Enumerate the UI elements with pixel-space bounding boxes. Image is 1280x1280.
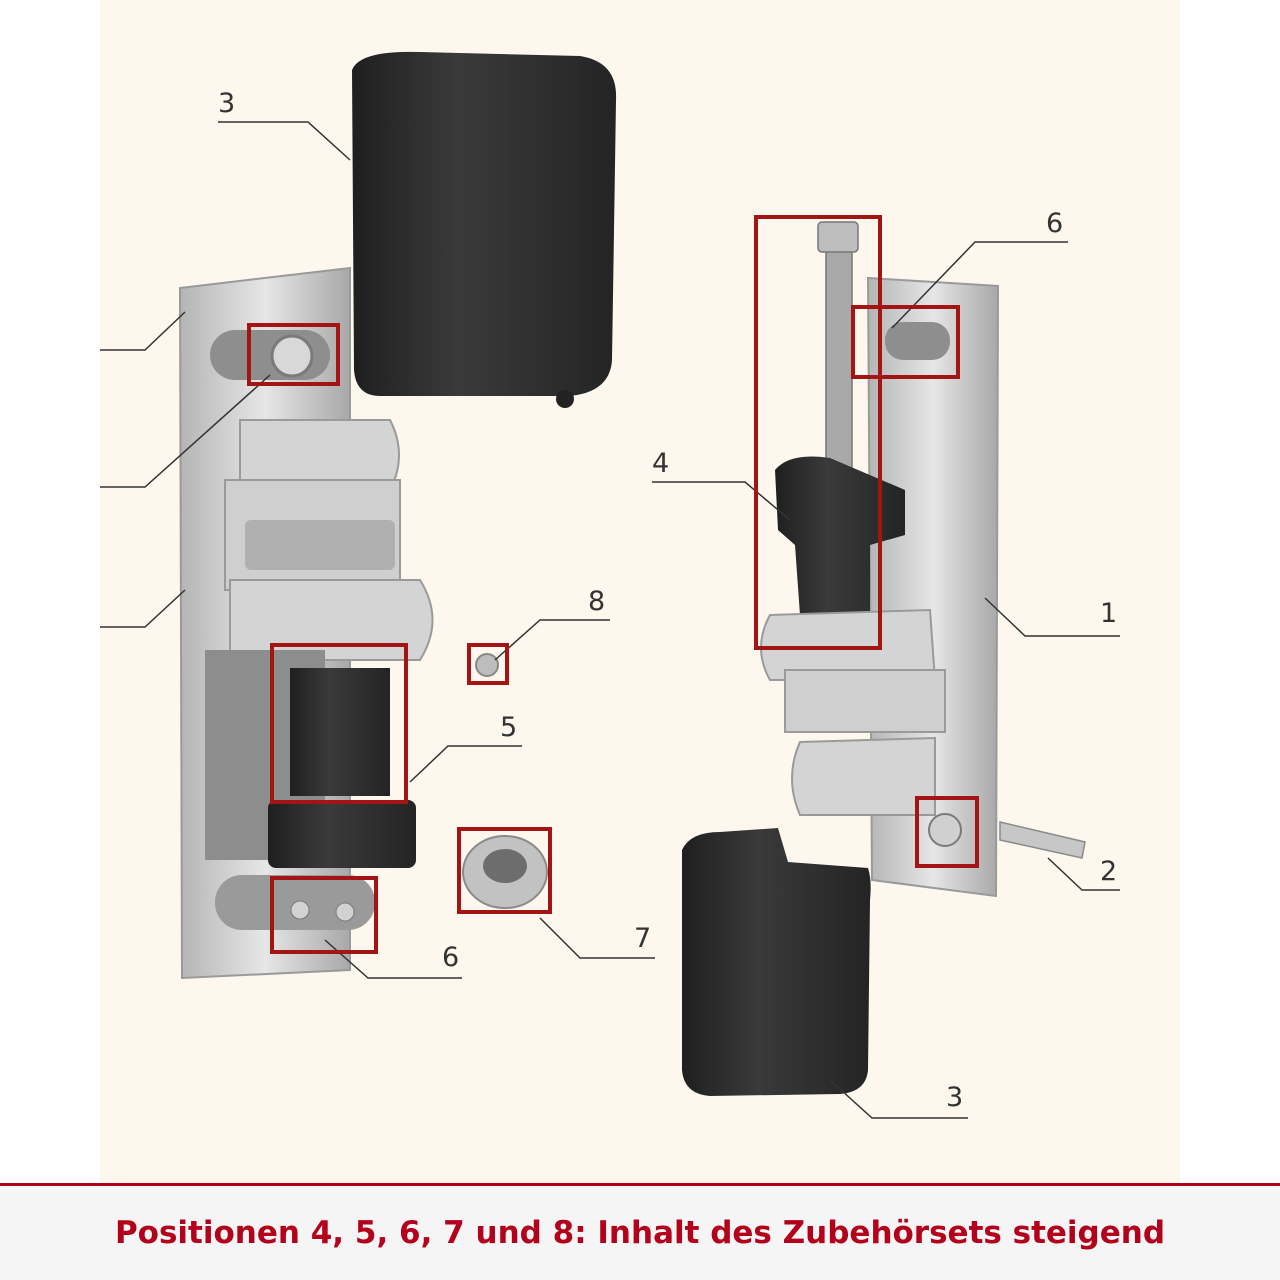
bushing-base xyxy=(268,800,416,868)
left-bolt-hole xyxy=(270,334,314,378)
right-lower-arm xyxy=(791,736,936,816)
caption-bar: Positionen 4, 5, 6, 7 und 8: Inhalt des … xyxy=(0,1183,1280,1280)
screw-b xyxy=(335,902,355,922)
callout-labels: 3 6 4 1 8 5 2 7 6 3 xyxy=(218,88,1117,1113)
left-inner-slot xyxy=(245,520,395,570)
leader-8 xyxy=(494,619,610,661)
highlight-boxes xyxy=(247,215,979,954)
highlight-box-7 xyxy=(457,827,552,914)
leader-7 xyxy=(539,917,655,959)
callout-6-left: 6 xyxy=(442,942,459,973)
part-2-screw xyxy=(928,813,962,847)
highlight-box-6-right xyxy=(851,305,960,379)
highlight-box-4 xyxy=(754,215,882,650)
leader-3-bottom xyxy=(829,1079,968,1119)
part-5-bushing xyxy=(290,668,390,796)
part-3-bottom-cover xyxy=(682,828,871,1096)
cover-pin xyxy=(556,390,574,408)
callout-5: 5 xyxy=(500,712,517,743)
leader-6-right xyxy=(891,241,1068,329)
callout-3-top: 3 xyxy=(218,88,235,119)
callout-4: 4 xyxy=(652,448,669,479)
leader-5 xyxy=(409,745,522,783)
highlight-box-5 xyxy=(270,643,408,804)
callout-2: 2 xyxy=(1100,856,1117,887)
screw-a xyxy=(290,900,310,920)
left-hinge-assembly xyxy=(178,51,617,980)
leader-3-top xyxy=(218,121,351,161)
highlight-box-2 xyxy=(915,796,979,868)
leader-4 xyxy=(652,481,791,521)
right-middle-block xyxy=(784,669,946,733)
callout-7: 7 xyxy=(634,923,651,954)
part-7-nut xyxy=(462,835,548,909)
exploded-view-diagram: 3 6 4 1 8 5 2 7 6 3 xyxy=(100,0,1180,1183)
part-8-ball xyxy=(475,653,499,677)
pin-head xyxy=(817,221,859,253)
callout-8: 8 xyxy=(588,586,605,617)
highlight-box-8 xyxy=(467,643,509,685)
right-hinge-assembly xyxy=(682,221,1086,1096)
part-2-flat-plate xyxy=(999,821,1086,859)
leader-offpanel-b xyxy=(100,374,271,488)
leader-1 xyxy=(984,597,1120,637)
leader-offpanel-c xyxy=(100,589,186,628)
caption-text: Positionen 4, 5, 6, 7 und 8: Inhalt des … xyxy=(114,1215,1166,1251)
leader-offpanel-a xyxy=(100,311,186,351)
part-3-top-cover xyxy=(352,51,617,397)
callout-6-right: 6 xyxy=(1046,208,1063,239)
right-top-slot xyxy=(885,322,950,360)
part-4-bushing xyxy=(775,456,905,615)
callout-3-bottom: 3 xyxy=(946,1082,963,1113)
left-lower-arm xyxy=(229,579,434,661)
leader-2 xyxy=(1047,857,1120,891)
diagram-canvas: 3 6 4 1 8 5 2 7 6 3 xyxy=(100,51,1120,1119)
highlight-box-6-bottom-left xyxy=(270,876,378,954)
callout-1: 1 xyxy=(1100,598,1117,629)
highlight-box-6-top-left xyxy=(247,323,340,386)
